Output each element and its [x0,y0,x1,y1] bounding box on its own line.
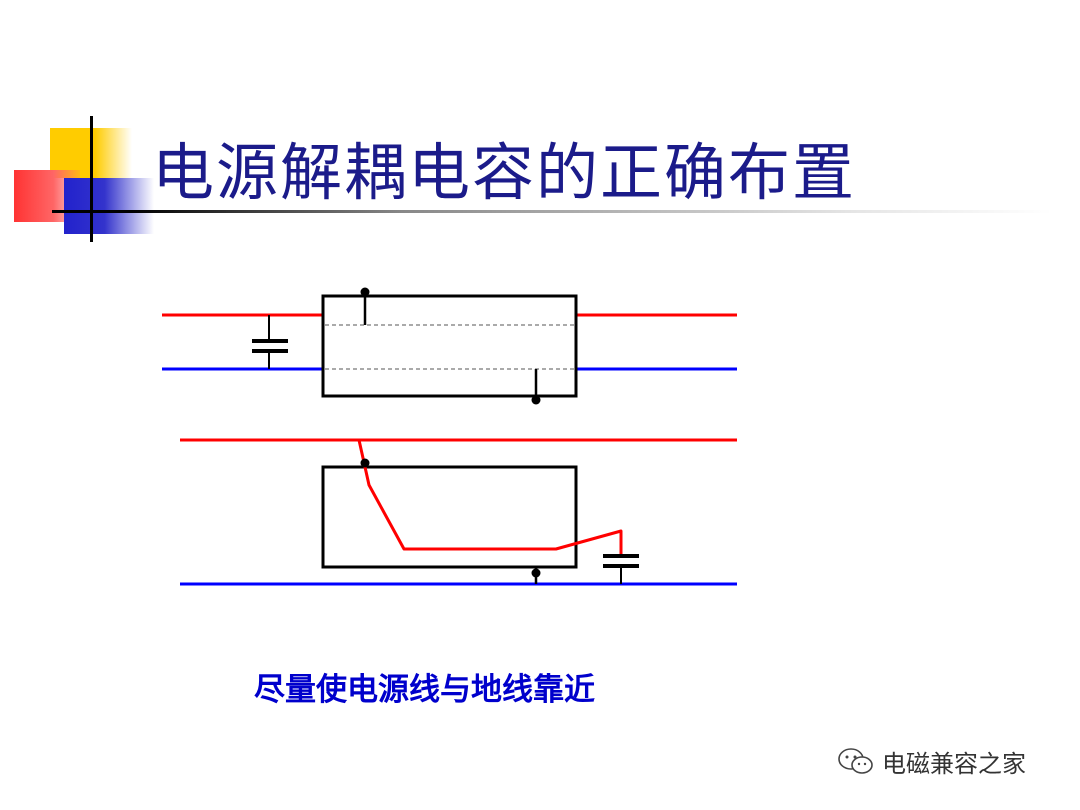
upper-decoupling-capacitor [252,315,288,369]
wechat-logo-icon [838,748,873,774]
lower-layout [180,438,737,586]
slide-title: 电源解耦电容的正确布置 [152,136,857,209]
watermark-text: 电磁兼容之家 [882,749,1026,778]
upper-layout [162,287,737,405]
lower-ic-package [321,465,578,569]
title-underline [52,210,1052,213]
lower-vcc-pin-dot [360,458,370,468]
diagram-caption: 尽量使电源线与地线靠近 [254,672,595,708]
upper-vcc-pin-dot [360,287,370,297]
upper-gnd-pin-dot [531,395,541,405]
lower-gnd-pin-dot [531,568,541,578]
lower-decoupling-capacitor [603,554,639,584]
lower-power-routing [357,439,623,555]
watermark: 电磁兼容之家 [836,744,1026,778]
upper-ic-package [321,294,578,398]
title-decoration-blue-square [64,178,154,234]
title-decoration-vertical-line [90,116,93,242]
